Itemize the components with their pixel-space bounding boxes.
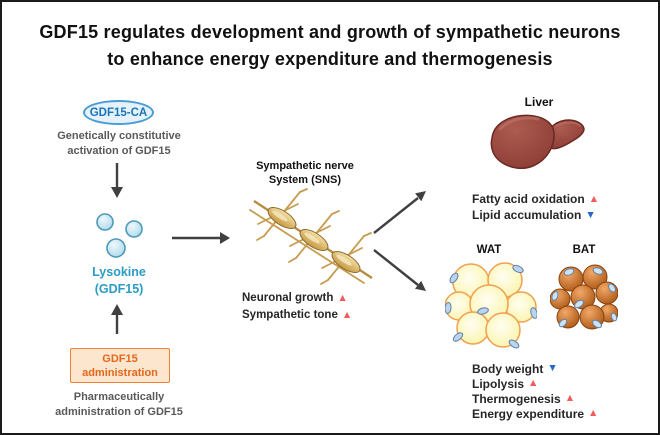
effect-neuronal-growth: Neuronal growth ▲: [242, 290, 352, 307]
white-adipose-tissue-icon: [445, 262, 537, 349]
wat-label: WAT: [476, 244, 502, 256]
pharma-caption-line-2: administration of GDF15: [55, 405, 183, 418]
arrow-genetic-to-lysokine: [111, 163, 123, 198]
sns-effects: Neuronal growth ▲ Sympathetic tone ▲: [242, 290, 352, 323]
effect-label: Sympathetic tone: [242, 308, 338, 321]
administration-badge-line-1: GDF15: [102, 352, 138, 365]
effect-label: Body weight: [472, 361, 544, 376]
effect-thermogenesis: Thermogenesis ▲: [472, 391, 598, 406]
effect-label: Neuronal growth: [242, 292, 334, 305]
effect-label: Energy expenditure: [472, 406, 585, 421]
administration-badge-line-2: administration: [82, 366, 158, 379]
liver-icon: [490, 114, 585, 169]
brown-adipose-tissue-icon: [550, 264, 618, 330]
genetic-caption-line-1: Genetically constitutive: [57, 130, 181, 142]
up-triangle-icon: ▲: [588, 407, 599, 420]
title-line-1: GDF15 regulates development and growth o…: [39, 22, 621, 42]
pharma-caption-line-1: Pharmaceutically: [73, 391, 165, 403]
lysokine-label-line-1: Lysokine: [92, 265, 146, 279]
up-triangle-icon: ▲: [337, 292, 348, 304]
down-triangle-icon: ▼: [547, 362, 558, 375]
liver-label: Liver: [524, 95, 554, 109]
arrow-sns-to-adipose: [373, 249, 426, 291]
effect-label: Fatty acid oxidation: [472, 192, 585, 206]
bat-label: BAT: [572, 244, 596, 256]
title-line-2: to enhance energy expenditure and thermo…: [107, 49, 553, 69]
effect-sympathetic-tone: Sympathetic tone ▲: [242, 307, 352, 324]
effect-label: Thermogenesis: [472, 391, 561, 406]
effect-lipid-accumulation: Lipid accumulation ▼: [472, 207, 599, 223]
up-triangle-icon: ▲: [564, 392, 576, 405]
arrow-pharma-to-lysokine: [111, 304, 123, 334]
down-triangle-icon: ▼: [585, 208, 596, 221]
up-triangle-icon: ▲: [528, 377, 539, 390]
gdf15-administration-badge: GDF15 administration: [70, 348, 170, 383]
figure-title: GDF15 regulates development and growth o…: [2, 19, 658, 73]
effect-fatty-acid-oxidation: Fatty acid oxidation ▲: [472, 191, 599, 207]
lysokine-label: Lysokine (GDF15): [49, 264, 189, 297]
genetic-caption-line-2: activation of GDF15: [67, 144, 171, 157]
arrow-sns-to-liver: [373, 191, 426, 234]
effect-lipolysis: Lipolysis ▲: [472, 376, 598, 391]
effect-energy-expenditure: Energy expenditure ▲: [472, 406, 598, 421]
liver-effects: Fatty acid oxidation ▲ Lipid accumulatio…: [472, 191, 599, 223]
sympathetic-nerve-icon: [249, 188, 373, 285]
pharma-caption: Pharmaceutically administration of GDF15: [19, 390, 219, 419]
arrow-lysokine-to-sns: [172, 232, 230, 244]
effect-label: Lipid accumulation: [472, 208, 582, 222]
up-triangle-icon: ▲: [341, 308, 353, 321]
sns-title-line-2: System (SNS): [268, 173, 342, 186]
genetic-caption: Genetically constitutive activation of G…: [29, 129, 209, 158]
gdf15-ca-badge-label: GDF15-CA: [89, 106, 148, 119]
sns-title: Sympathetic nerve System (SNS): [240, 160, 370, 187]
lysokine-label-line-2: (GDF15): [94, 281, 144, 296]
sns-title-line-1: Sympathetic nerve: [256, 160, 354, 172]
adipose-effects: Body weight ▼ Lipolysis ▲ Thermogenesis …: [472, 361, 598, 421]
effect-body-weight: Body weight ▼: [472, 361, 598, 376]
up-triangle-icon: ▲: [588, 192, 600, 205]
effect-label: Lipolysis: [472, 376, 525, 391]
lysokine-particles-icon: [96, 213, 143, 258]
gdf15-ca-badge: GDF15-CA: [83, 100, 154, 125]
